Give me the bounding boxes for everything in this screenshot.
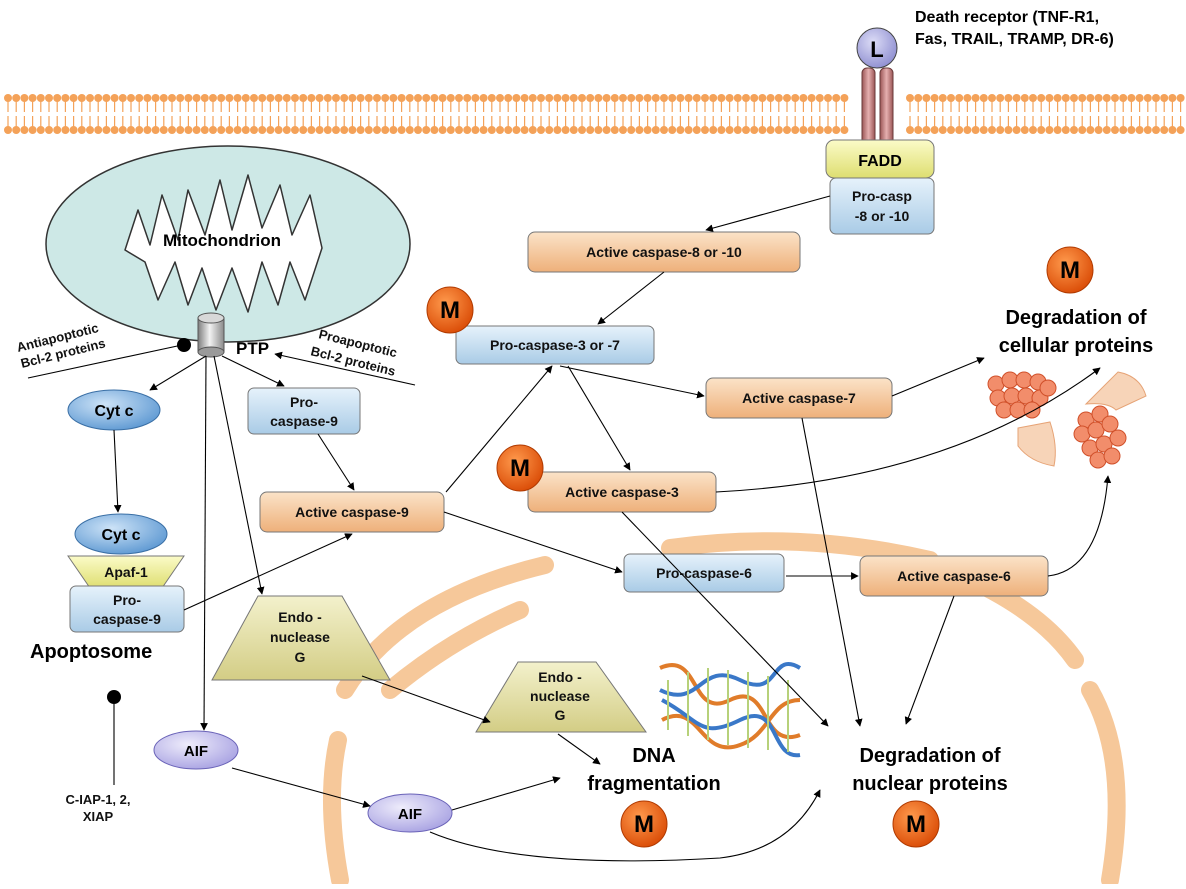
- antiapoptotic-label: Antiapoptotic Bcl-2 proteins: [15, 320, 107, 371]
- svg-text:Active caspase-9: Active caspase-9: [295, 504, 409, 520]
- protein-clusters-icon: [987, 371, 1147, 469]
- svg-text:Cyt c: Cyt c: [94, 403, 133, 420]
- pro-caspase-9-apoptosome: Pro- caspase-9: [69, 585, 185, 633]
- cytochrome-c-top: Cyt c: [67, 389, 161, 431]
- degradation-cellular-line1: Degradation of: [1005, 307, 1146, 329]
- m-badge-label: M: [634, 811, 654, 838]
- svg-text:Pro-: Pro-: [113, 592, 141, 608]
- active-caspase-3-box: Active caspase-3: [527, 471, 717, 513]
- inhibition-dot: [107, 690, 121, 704]
- mitochondrion-label: Mitochondrion: [163, 231, 281, 250]
- cell-membrane: [4, 94, 1185, 134]
- ciap-line1: C-IAP-1, 2,: [65, 792, 130, 807]
- ptp-label: PTP: [236, 339, 269, 358]
- svg-text:Apaf-1: Apaf-1: [104, 564, 148, 580]
- death-receptor-line1: Death receptor (TNF-R1,: [915, 9, 1099, 26]
- m-badge: [620, 800, 668, 848]
- ptp-channel: [197, 312, 225, 358]
- pro-caspase-6-box: Pro-caspase-6: [623, 553, 785, 593]
- svg-text:FADD: FADD: [858, 153, 902, 170]
- active-caspase-8-box: Active caspase-8 or -10: [527, 231, 801, 273]
- endonuclease-g-2: Endo - nuclease G: [475, 661, 647, 733]
- svg-text:Pro-: Pro-: [290, 394, 318, 410]
- degradation-nuclear-line1: Degradation of: [859, 745, 1000, 767]
- svg-text:AIF: AIF: [398, 806, 422, 823]
- apaf1-box: Apaf-1: [67, 555, 185, 589]
- aif-2: AIF: [367, 793, 453, 833]
- endonuclease-g-1: Endo - nuclease G: [211, 595, 391, 681]
- mitochondrion: Mitochondrion: [45, 145, 411, 343]
- m-badges: M M M M M: [426, 246, 1094, 848]
- pro-caspase-9-box: Pro- caspase-9: [247, 387, 361, 435]
- dna-fragmentation-line1: DNA: [632, 745, 675, 767]
- apoptosome-label: Apoptosome: [30, 641, 152, 663]
- svg-text:Cyt c: Cyt c: [101, 527, 140, 544]
- m-badge-label: M: [906, 811, 926, 838]
- m-badge: [496, 444, 544, 492]
- svg-text:Pro-caspase-6: Pro-caspase-6: [656, 565, 752, 581]
- fadd-box: FADD: [825, 139, 935, 179]
- svg-text:G: G: [555, 707, 566, 723]
- svg-text:caspase-9: caspase-9: [270, 413, 338, 429]
- svg-text:Endo -: Endo -: [538, 669, 582, 685]
- svg-text:Endo -: Endo -: [278, 609, 322, 625]
- svg-text:Pro-casp: Pro-casp: [852, 188, 912, 204]
- svg-text:Active caspase-6: Active caspase-6: [897, 568, 1011, 584]
- svg-text:Active caspase-3: Active caspase-3: [565, 484, 679, 500]
- m-badge: [1046, 246, 1094, 294]
- active-caspase-7-box: Active caspase-7: [705, 377, 893, 419]
- svg-text:-8 or -10: -8 or -10: [855, 208, 910, 224]
- svg-text:Active caspase-8 or -10: Active caspase-8 or -10: [586, 244, 742, 260]
- m-badge-label: M: [510, 455, 530, 482]
- dna-fragmentation-line2: fragmentation: [587, 773, 720, 795]
- dna-helix-icon: [659, 662, 802, 758]
- degradation-cellular-line2: cellular proteins: [999, 335, 1154, 357]
- svg-text:G: G: [295, 649, 306, 665]
- svg-text:AIF: AIF: [184, 743, 208, 760]
- m-badge-label: M: [440, 297, 460, 324]
- cytochrome-c-bottom: Cyt c: [74, 513, 168, 555]
- svg-text:caspase-9: caspase-9: [93, 611, 161, 627]
- active-caspase-9-box: Active caspase-9: [259, 491, 445, 533]
- svg-text:Active caspase-7: Active caspase-7: [742, 390, 856, 406]
- m-badge-label: M: [1060, 257, 1080, 284]
- pro-caspase-8-box: Pro-casp -8 or -10: [829, 177, 935, 235]
- ciap-line2: XIAP: [83, 809, 114, 824]
- active-caspase-6-box: Active caspase-6: [859, 555, 1049, 597]
- m-badge: [892, 800, 940, 848]
- pathway-arrows: [113, 195, 1112, 862]
- degradation-nuclear-line2: nuclear proteins: [852, 773, 1008, 795]
- aif-1: AIF: [153, 730, 239, 770]
- inhibition-dot: [177, 338, 191, 352]
- ligand-label: L: [870, 37, 883, 62]
- svg-text:Pro-caspase-3 or -7: Pro-caspase-3 or -7: [490, 337, 620, 353]
- m-badge: [426, 286, 474, 334]
- death-receptor-line2: Fas, TRAIL, TRAMP, DR-6): [915, 31, 1114, 48]
- svg-text:nuclease: nuclease: [530, 688, 590, 704]
- pro-caspase-3-box: Pro-caspase-3 or -7: [455, 325, 655, 365]
- svg-text:nuclease: nuclease: [270, 629, 330, 645]
- death-receptor: L: [856, 27, 898, 151]
